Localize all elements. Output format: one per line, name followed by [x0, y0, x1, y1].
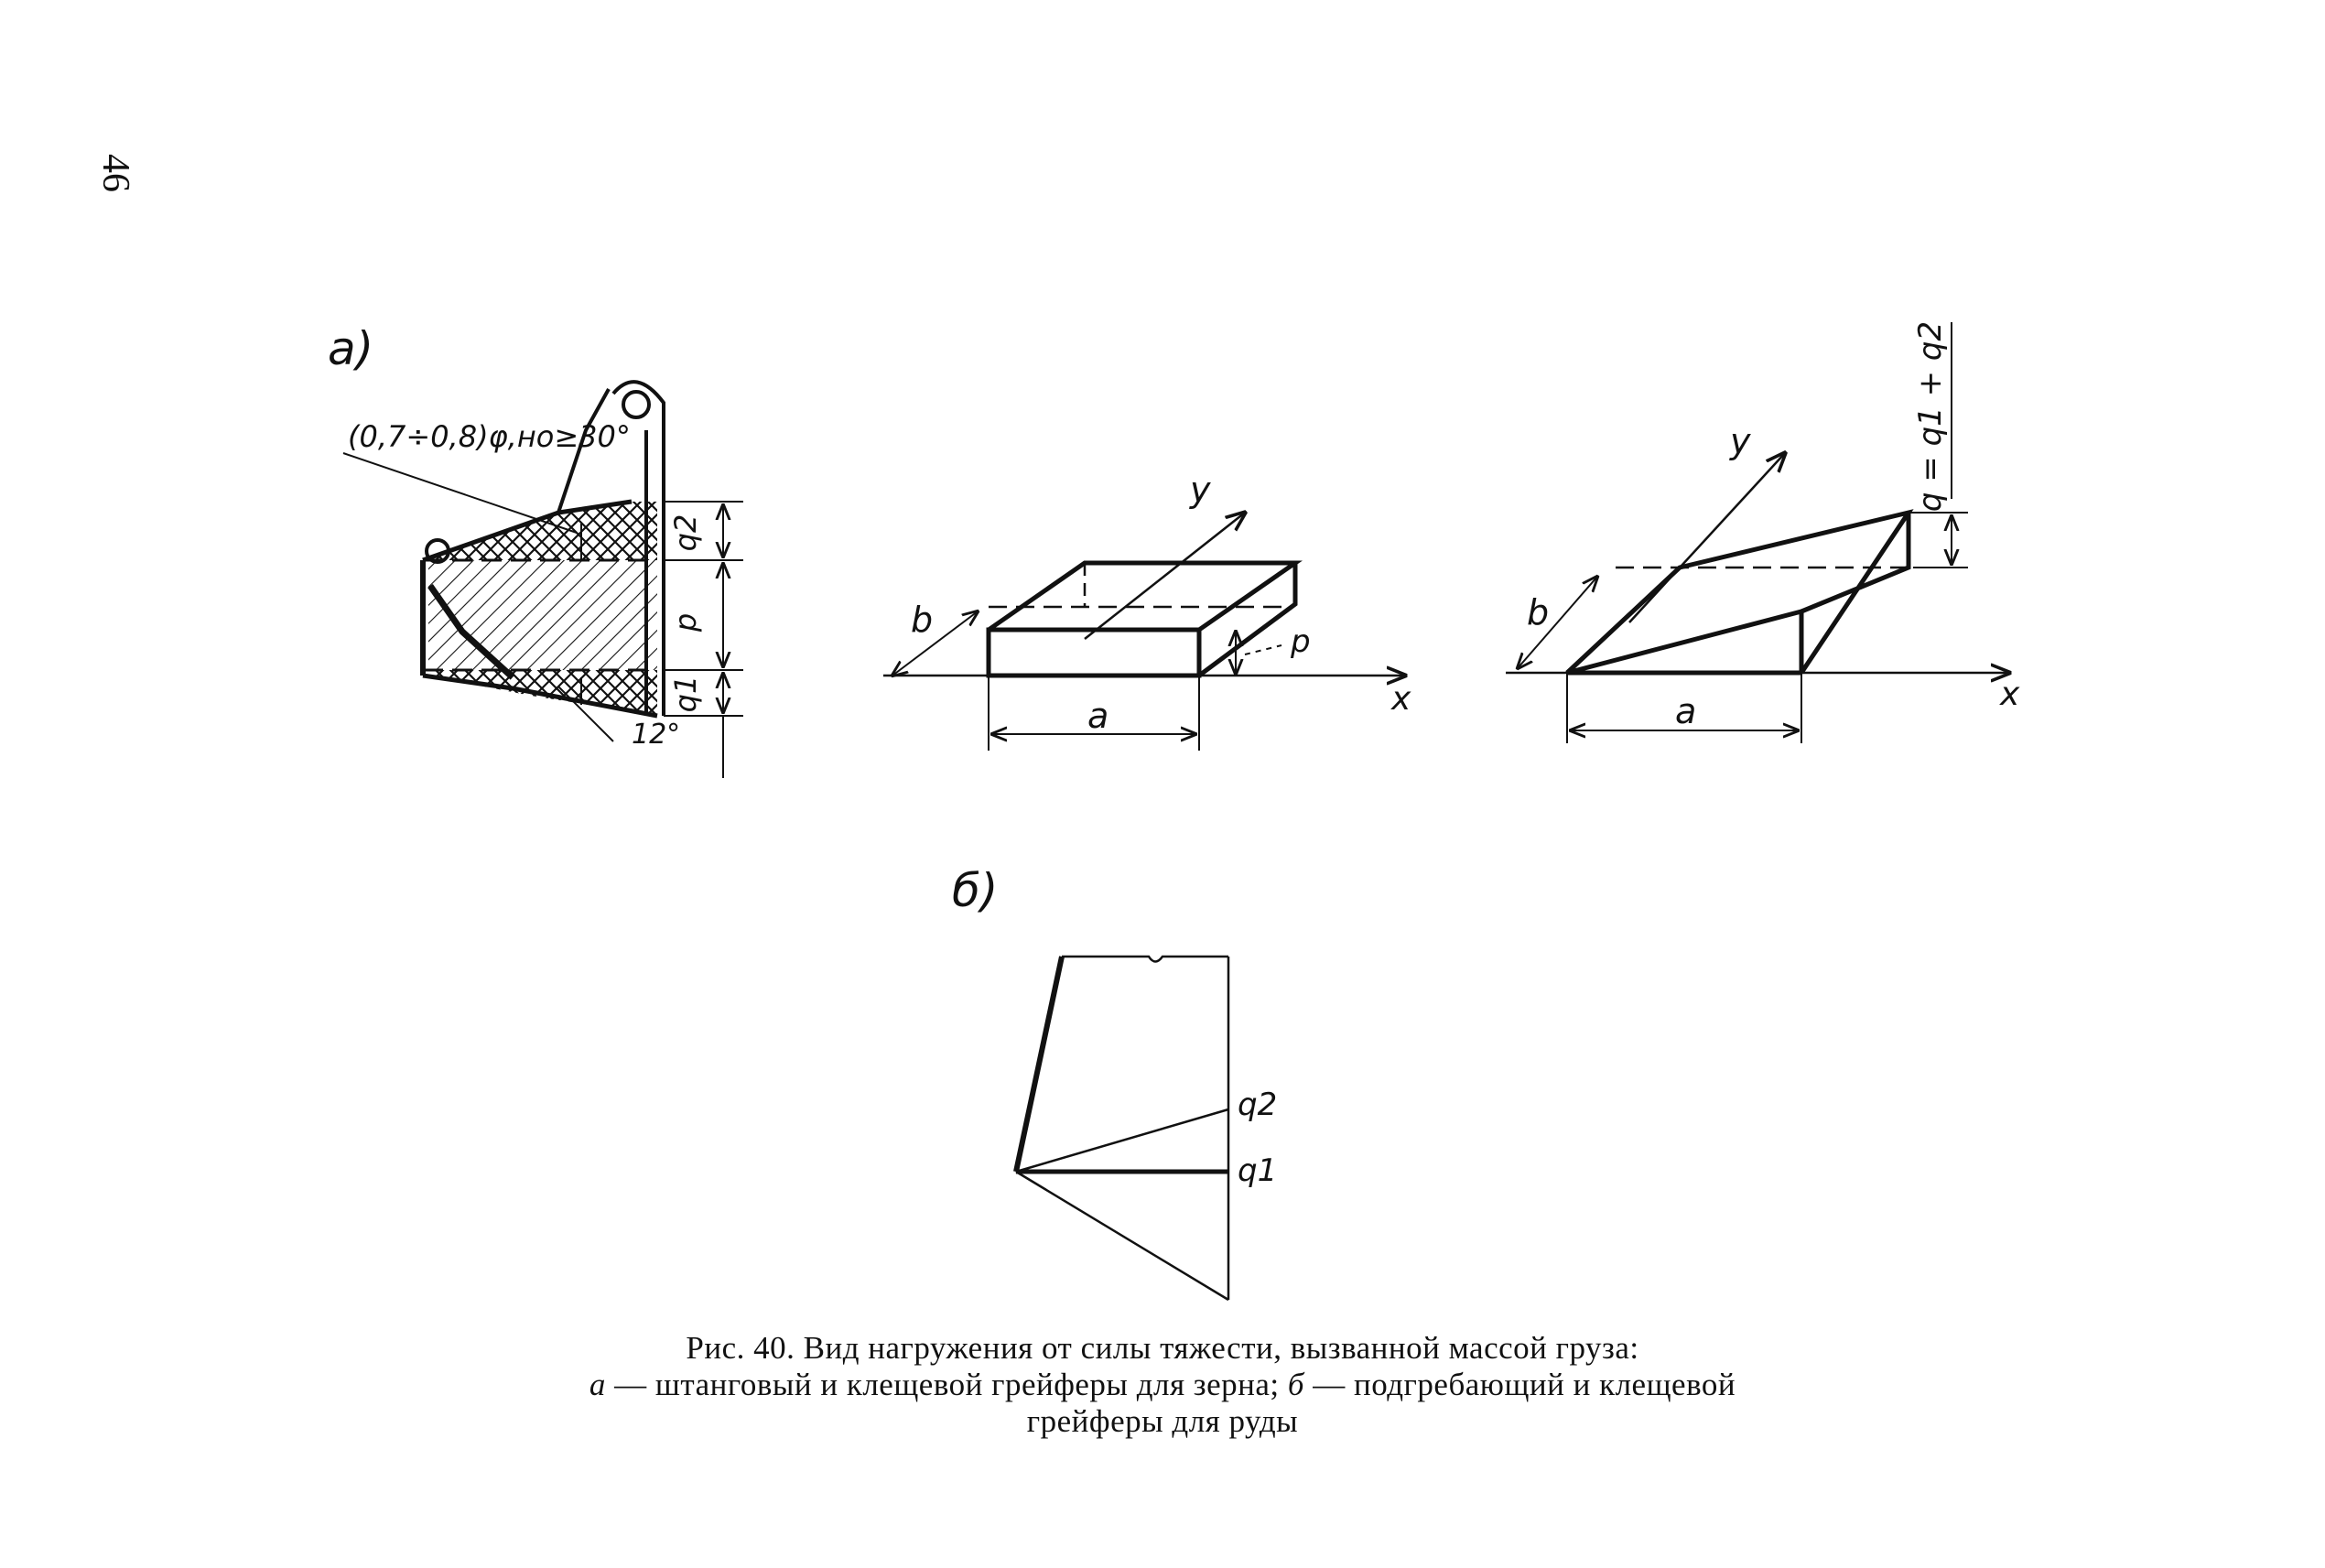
caption-a-marker: а [589, 1367, 606, 1402]
panel-b-q2-label: q2 [1238, 1087, 1277, 1123]
panel-a-label: а) [328, 322, 373, 375]
angle-note: (0,7÷0,8)φ,но≥30° [348, 419, 631, 454]
q-formula-label: q = q1 + q2 [1912, 321, 1949, 512]
caption-b-marker: б [1287, 1367, 1305, 1402]
right-y-label: y [1729, 421, 1751, 461]
rectangular-load-block [883, 513, 1405, 751]
right-b-label: b [1527, 592, 1549, 633]
caption-line-1: Рис. 40. Вид нагружения от силы тяжести,… [686, 1330, 1639, 1366]
panel-a-dimensions [664, 501, 743, 778]
middle-x-label: x [1390, 680, 1411, 718]
p-label: p [668, 613, 703, 633]
q2-label: q2 [668, 514, 703, 552]
grab-bucket-drawing [342, 380, 665, 742]
middle-y-label: y [1189, 470, 1211, 510]
caption-b-text: — подгребающий и клещевой [1304, 1367, 1736, 1402]
angle-12-label: 12° [632, 719, 680, 751]
caption-line-3: грейферы для руды [1026, 1403, 1299, 1439]
panel-b-label: б) [952, 864, 998, 917]
right-a-label: a [1675, 691, 1696, 731]
trapezoidal-load-block [1506, 322, 2009, 743]
caption-line-2: а — штанговый и клещевой грейферы для зе… [0, 1367, 2325, 1403]
middle-p-label: p [1290, 623, 1311, 660]
figure-caption: Рис. 40. Вид нагружения от силы тяжести,… [0, 1330, 2325, 1440]
q1-label: q1 [668, 676, 703, 713]
middle-a-label: a [1087, 696, 1108, 736]
caption-a-text: — штанговый и клещевой грейферы для зерн… [605, 1367, 1288, 1402]
middle-b-label: b [911, 600, 933, 640]
panel-b-q1-label: q1 [1238, 1152, 1277, 1189]
right-x-label: x [1999, 676, 2020, 713]
ore-grab-diagram [1013, 955, 1230, 1302]
